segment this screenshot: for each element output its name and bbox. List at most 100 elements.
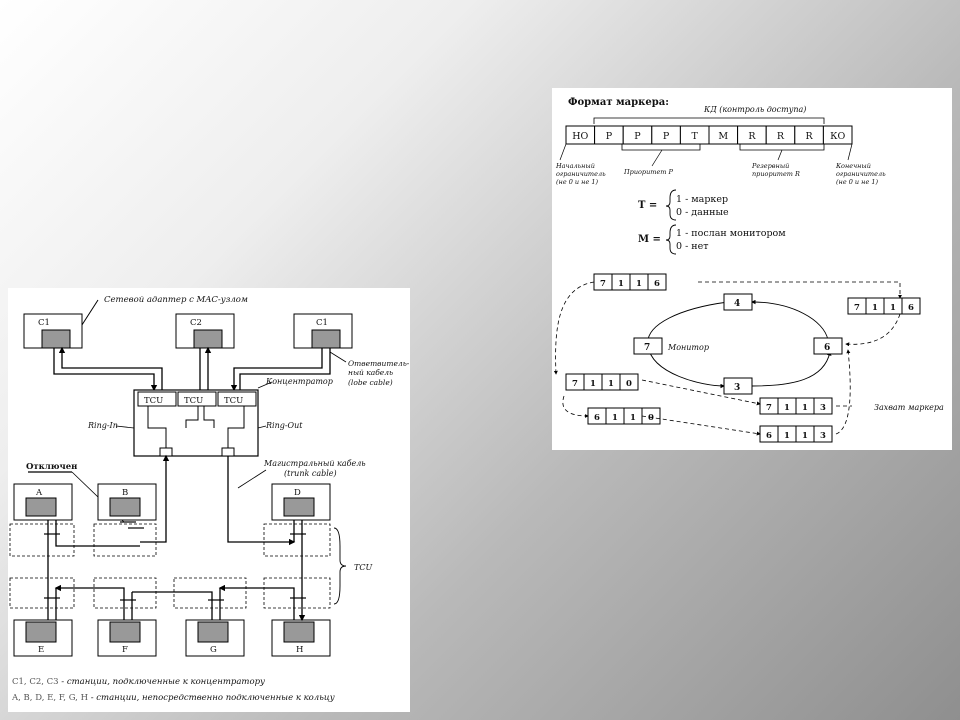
hub-concentrator: TCU TCU TCU <box>133 389 259 457</box>
svg-text:T: T <box>692 131 699 142</box>
svg-text:7: 7 <box>644 343 650 353</box>
svg-text:1: 1 <box>608 379 614 389</box>
start-delim-1: Начальный <box>555 162 595 170</box>
svg-text:1: 1 <box>636 279 642 289</box>
token-field-8: R <box>794 125 824 145</box>
hub-station-c1-right: С1 <box>293 313 353 349</box>
ring-station-b: B <box>97 483 157 521</box>
svg-text:0: 0 <box>626 379 632 389</box>
ring-node-6: 6 <box>813 337 843 355</box>
svg-text:1: 1 <box>890 303 896 313</box>
ring-trunk-wiring <box>47 454 306 622</box>
lobe-label-3: (lobe cable) <box>348 378 393 387</box>
hub-label: Концентратор <box>265 377 333 386</box>
svg-text:3: 3 <box>820 403 826 413</box>
tcu-group-label: TCU <box>354 563 372 572</box>
token-frame-f1: 7 1 1 6 <box>593 273 667 291</box>
ring-station-d: D <box>271 483 331 521</box>
svg-text:R: R <box>777 131 785 142</box>
svg-text:КО: КО <box>830 131 845 142</box>
hub-station-c2: С2 <box>175 313 235 349</box>
m-option-1: 1 - послан монитором <box>676 228 786 239</box>
flow-arrows <box>553 281 902 436</box>
token-field-5: M <box>708 125 739 145</box>
svg-text:7: 7 <box>600 279 606 289</box>
token-field-3: P <box>651 125 681 145</box>
t-option-2: 0 - данные <box>676 207 729 218</box>
t-label: T = <box>638 200 657 211</box>
svg-text:4: 4 <box>734 299 740 309</box>
token-field-7: R <box>765 125 796 145</box>
topology-diagram: Сетевой адаптер с MAC-узлом С1 С2 С1 Отв… <box>8 288 410 712</box>
svg-text:6: 6 <box>766 431 772 441</box>
svg-text:1: 1 <box>784 431 790 441</box>
token-field-6: R <box>737 125 767 145</box>
svg-text:С2: С2 <box>190 318 202 328</box>
svg-text:1: 1 <box>802 431 808 441</box>
token-frame-f6: 6 1 1 3 <box>759 425 833 443</box>
token-field-0: НО <box>565 125 596 145</box>
trunk-label-1: Магистральный кабель <box>263 459 366 468</box>
topology-svg: Сетевой адаптер с MAC-узлом С1 С2 С1 Отв… <box>9 295 410 703</box>
ring-station-e: E <box>13 619 73 657</box>
tcu-dashed-groups <box>9 523 331 609</box>
svg-text:1: 1 <box>618 279 624 289</box>
svg-text:G: G <box>210 645 217 655</box>
ring-arc-right <box>751 299 829 341</box>
svg-text:R: R <box>806 131 814 142</box>
end-delim-1: Конечный <box>835 162 871 170</box>
svg-text:7: 7 <box>766 403 772 413</box>
svg-text:A: A <box>35 488 43 498</box>
monitor-label: Монитор <box>667 343 709 352</box>
ring-station-h: H <box>271 619 331 657</box>
start-delim-2: ограничитель <box>556 170 606 178</box>
svg-text:1: 1 <box>802 403 808 413</box>
trunk-label-2: (trunk cable) <box>284 469 337 478</box>
svg-text:НО: НО <box>572 131 588 142</box>
svg-text:H: H <box>296 645 303 655</box>
token-field-1: P <box>594 125 624 145</box>
reserved-r-1: Резервный <box>751 162 789 170</box>
lobe-cables <box>53 346 331 392</box>
token-field-2: P <box>622 125 653 145</box>
svg-text:E: E <box>38 645 44 655</box>
start-delim-3: (не 0 и не 1) <box>556 178 599 186</box>
ring-out-label: Ring-Out <box>265 421 303 430</box>
tcu-1: TCU <box>144 396 163 406</box>
m-option-2: 0 - нет <box>676 241 709 252</box>
svg-text:6: 6 <box>908 303 914 313</box>
svg-text:D: D <box>294 488 301 498</box>
capture-label: Захват маркера <box>874 403 944 412</box>
tcu-3: TCU <box>224 396 243 406</box>
end-delim-2: ограничитель <box>836 170 886 178</box>
ring-station-a: A <box>13 483 73 521</box>
m-label: M = <box>638 234 661 245</box>
priority-p-label: Приоритет P <box>623 168 674 176</box>
svg-text:F: F <box>122 645 128 655</box>
svg-text:6: 6 <box>654 279 660 289</box>
svg-text:С1: С1 <box>316 318 328 328</box>
svg-text:P: P <box>634 131 641 142</box>
svg-text:7: 7 <box>854 303 860 313</box>
ring-in-label: Ring-In <box>87 421 118 430</box>
tcu-2: TCU <box>184 396 203 406</box>
svg-text:3: 3 <box>820 431 826 441</box>
ring-node-7-monitor: 7 <box>633 337 663 355</box>
ring-station-f: F <box>97 619 157 657</box>
token-field-4: T <box>679 125 710 145</box>
token-title: Формат маркера: <box>568 97 669 108</box>
svg-text:6: 6 <box>594 413 600 423</box>
lobe-label-1: Ответвитель- <box>348 359 410 368</box>
svg-text:1: 1 <box>630 413 636 423</box>
svg-text:1: 1 <box>590 379 596 389</box>
lobe-label-2: ный кабель <box>348 368 393 377</box>
ring-node-3: 3 <box>723 377 753 395</box>
svg-text:M: M <box>718 131 728 142</box>
reserved-r-2: приоритет R <box>752 170 800 178</box>
legend-1: C1, C2, C3 - станции, подключенные к кон… <box>12 677 265 687</box>
